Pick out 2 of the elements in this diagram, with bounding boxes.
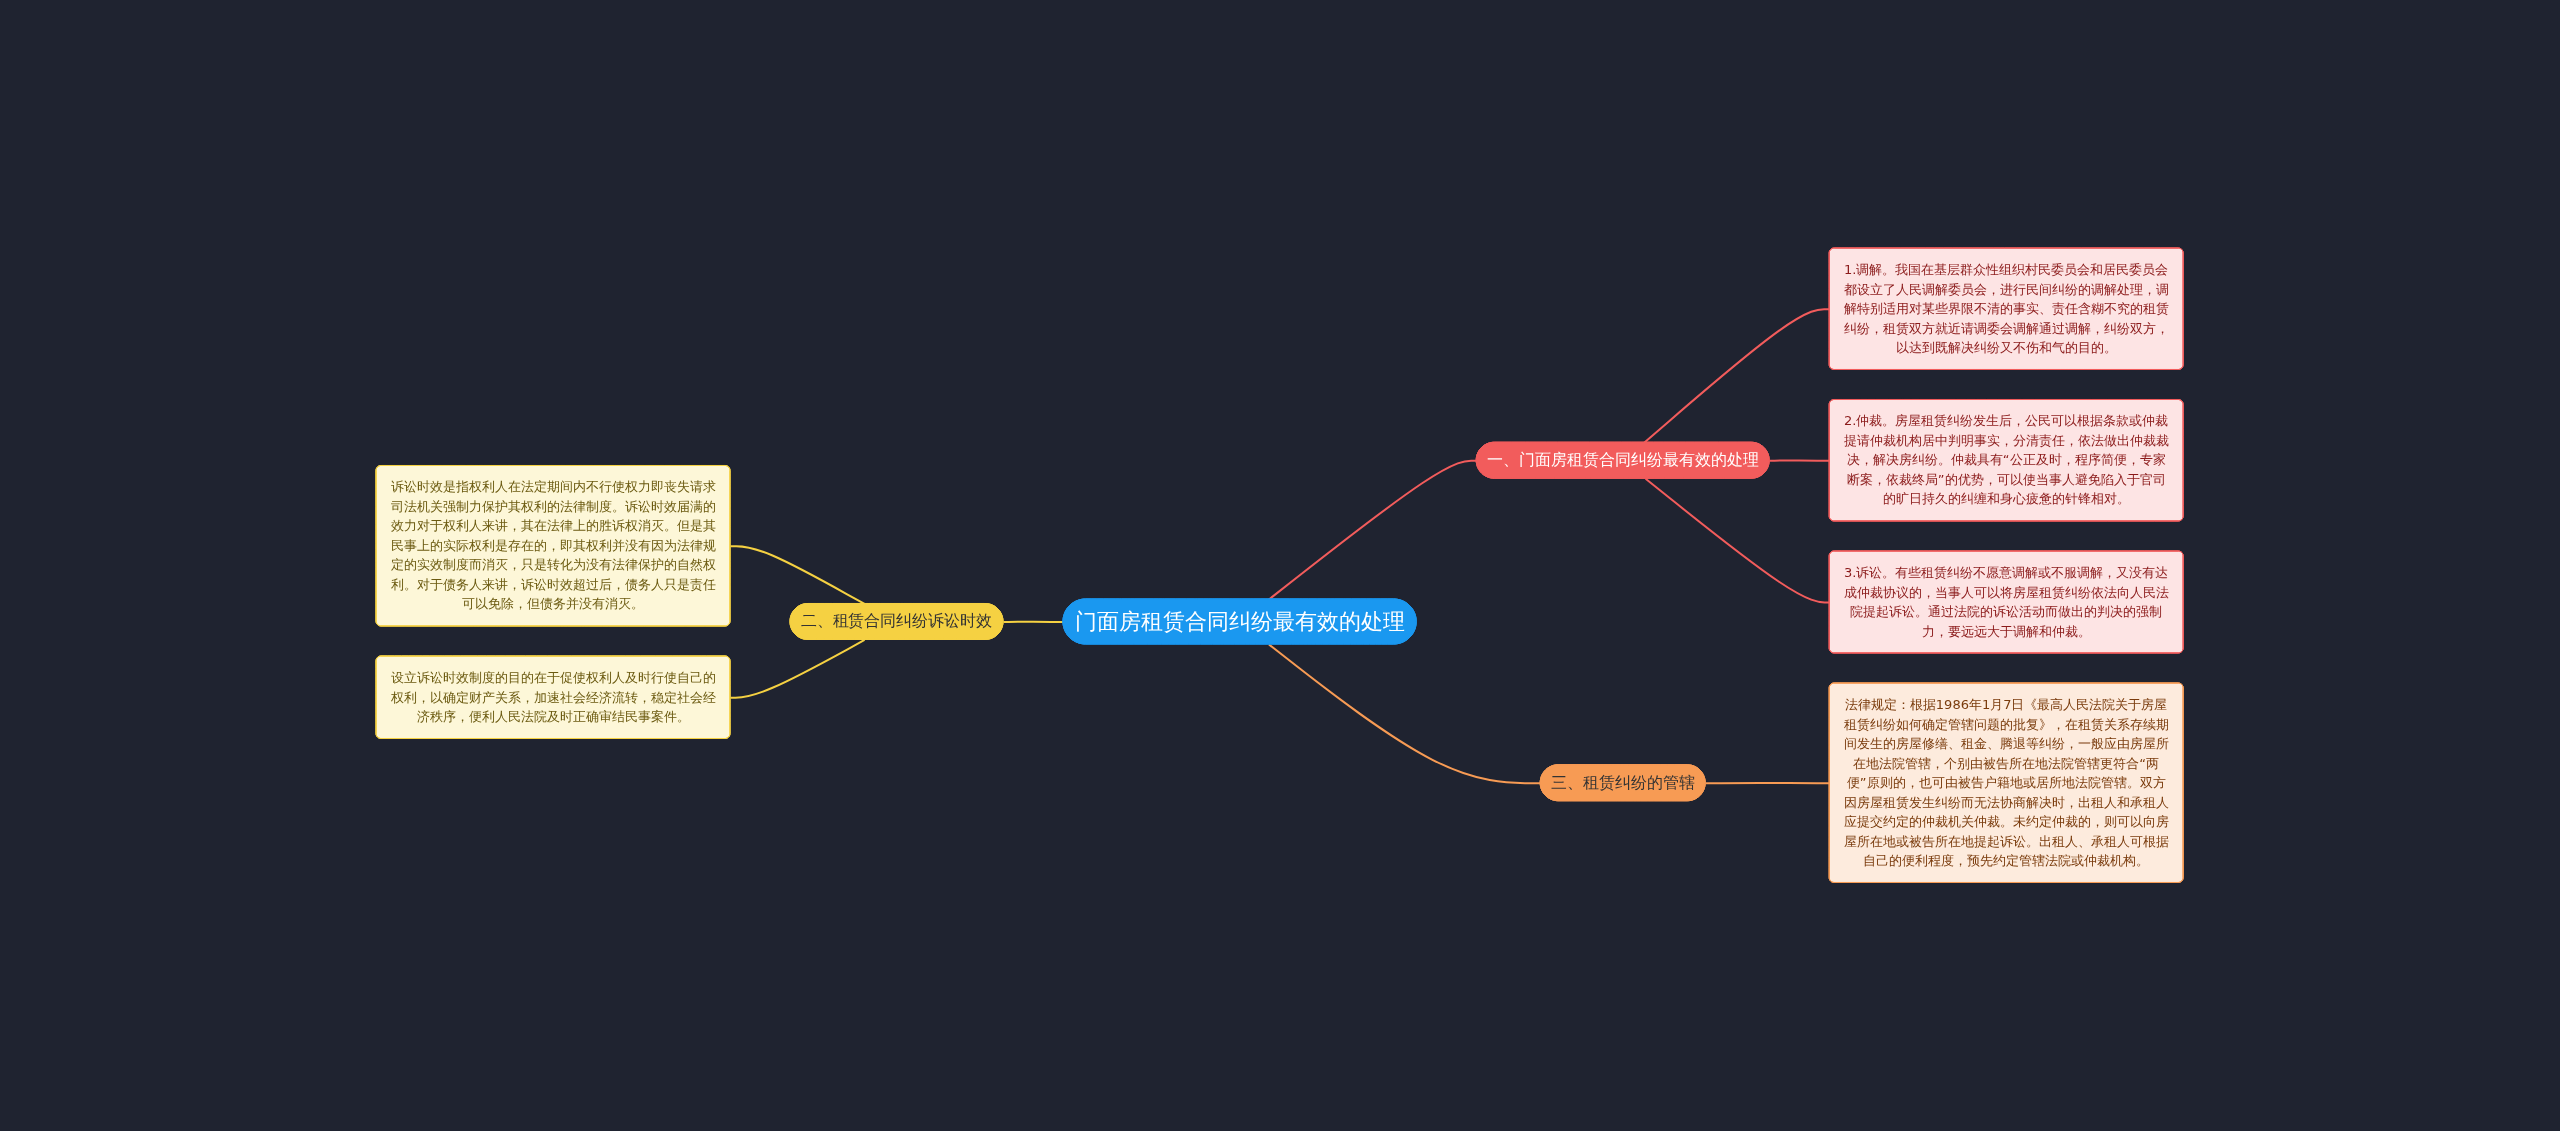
connector (729, 639, 866, 699)
connector (1002, 620, 1065, 624)
